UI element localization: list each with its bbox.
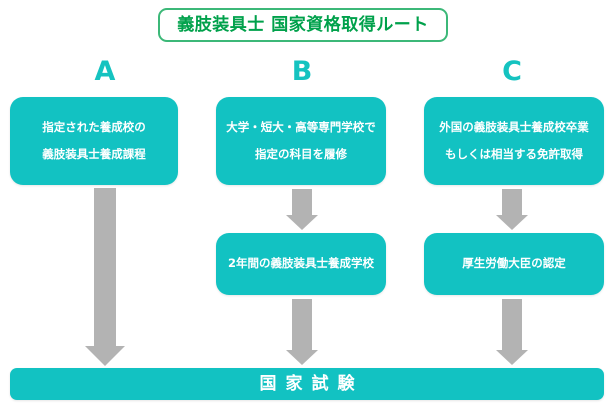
arrow-c2-to-exam bbox=[492, 299, 532, 365]
arrow-b2-to-exam bbox=[282, 299, 322, 365]
process-box-c-line1: 外国の義肢装具士養成校卒業 bbox=[439, 120, 589, 134]
column-letter-c: C bbox=[502, 56, 522, 87]
arrow-shaft bbox=[292, 299, 312, 351]
process-box-a-line2: 義肢装具士養成課程 bbox=[42, 146, 146, 161]
process-box-c2[interactable]: 厚生労働大臣の認定 bbox=[424, 233, 604, 295]
process-box-b2-line1: 2年間の義肢装具士養成学校 bbox=[227, 256, 374, 271]
arrow-shaft bbox=[502, 189, 522, 216]
arrow-head bbox=[286, 215, 318, 230]
process-box-b[interactable]: 大学・短大・高等専門学校で 指定の科目を履修 bbox=[216, 97, 386, 185]
arrow-head bbox=[496, 215, 528, 230]
arrow-head bbox=[286, 350, 318, 365]
exam-bar[interactable]: 国家試験 bbox=[10, 368, 604, 400]
arrow-shaft bbox=[502, 299, 522, 351]
process-box-c[interactable]: 外国の義肢装具士養成校卒業 もしくは相当する免許取得 bbox=[424, 97, 604, 185]
arrow-shaft bbox=[292, 189, 312, 216]
process-box-b-line1: 大学・短大・高等専門学校で bbox=[226, 120, 376, 134]
process-box-c2-line1: 厚生労働大臣の認定 bbox=[462, 256, 566, 271]
arrow-b-to-b2 bbox=[282, 189, 322, 230]
arrow-c-to-c2 bbox=[492, 189, 532, 230]
arrow-shaft bbox=[94, 188, 116, 346]
diagram-title: 義肢装具士 国家資格取得ルート bbox=[177, 14, 429, 35]
process-box-c-line2: もしくは相当する免許取得 bbox=[445, 146, 583, 161]
process-box-a[interactable]: 指定された養成校の 義肢装具士養成課程 bbox=[10, 97, 178, 185]
arrow-head bbox=[85, 346, 125, 366]
column-letter-a: A bbox=[94, 56, 116, 87]
process-box-b2[interactable]: 2年間の義肢装具士養成学校 bbox=[216, 233, 386, 295]
arrow-a-to-exam bbox=[80, 188, 130, 366]
arrow-head bbox=[496, 350, 528, 365]
exam-label: 国家試験 bbox=[259, 373, 364, 394]
diagram-title-box: 義肢装具士 国家資格取得ルート bbox=[158, 8, 448, 42]
process-box-a-line1: 指定された養成校の bbox=[42, 120, 146, 134]
process-box-b-line2: 指定の科目を履修 bbox=[255, 146, 347, 161]
column-letter-b: B bbox=[291, 56, 313, 87]
